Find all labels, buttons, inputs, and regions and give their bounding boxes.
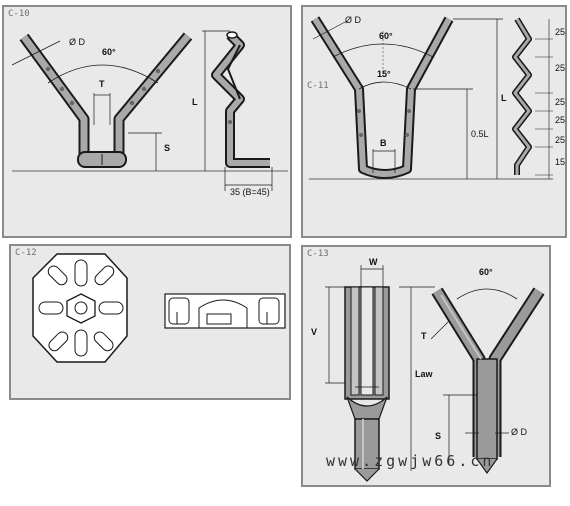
c13-dim-d: Ø D — [511, 427, 528, 437]
c10-right-arm — [113, 32, 193, 157]
c13-angle: 60° — [479, 267, 493, 277]
panel-c12: C-12 — [9, 244, 291, 400]
c11-dim-d: Ø D — [345, 15, 362, 25]
c13-drawing — [325, 265, 545, 482]
c11-pitch-4: 25 — [555, 115, 566, 125]
panel-c11: C-11 Ø D 60° 15° B 0.5L L 25 25 25 25 25… — [301, 5, 567, 238]
c11-angle-outer: 60° — [379, 31, 393, 41]
c11-pitch-5: 25 — [555, 135, 566, 145]
c10-label: C-10 — [8, 9, 30, 19]
c12-side-view — [164, 293, 286, 329]
c11-pitch-6: 15 — [555, 157, 566, 167]
c12-drawing — [32, 253, 286, 363]
c11-dim-half-l: 0.5L — [471, 129, 489, 139]
c13-dim-t: T — [421, 331, 427, 341]
c10-dim-l: L — [192, 97, 198, 107]
c11-drawing — [309, 16, 553, 180]
c13-dim-s: S — [435, 431, 442, 441]
c13-y-piece — [431, 287, 545, 475]
c13-fork — [344, 286, 390, 482]
c10-dim-bottom: 35 (B=45) — [230, 187, 270, 197]
c11-pitch-1: 25 — [555, 27, 566, 37]
c11-angle-inner: 15° — [377, 69, 391, 79]
c11-label: C-11 — [307, 81, 329, 91]
c11-pitch-2: 25 — [555, 63, 566, 73]
c11-dim-b: B — [380, 138, 387, 148]
c13-dim-law: Law — [415, 369, 433, 379]
c11-pitch-3: 25 — [555, 97, 566, 107]
panel-c10: C-10 Ø D 60° T L S 35 (B=45) — [2, 5, 292, 238]
c10-dim-d: Ø D — [69, 37, 86, 47]
panel-c13: C-13 W V 60° T Law S Ø D — [301, 245, 551, 487]
c13-dim-v: V — [311, 327, 318, 337]
c13-label: C-13 — [307, 249, 329, 259]
c10-dim-s: S — [164, 143, 171, 153]
c12-label: C-12 — [15, 248, 37, 258]
watermark: www.zgwjw66.cn — [326, 452, 495, 470]
c10-drawing — [11, 30, 288, 191]
c10-angle: 60° — [102, 47, 116, 57]
c10-dim-t: T — [99, 79, 105, 89]
c13-dim-w: W — [369, 257, 378, 267]
c11-dim-l: L — [501, 93, 507, 103]
